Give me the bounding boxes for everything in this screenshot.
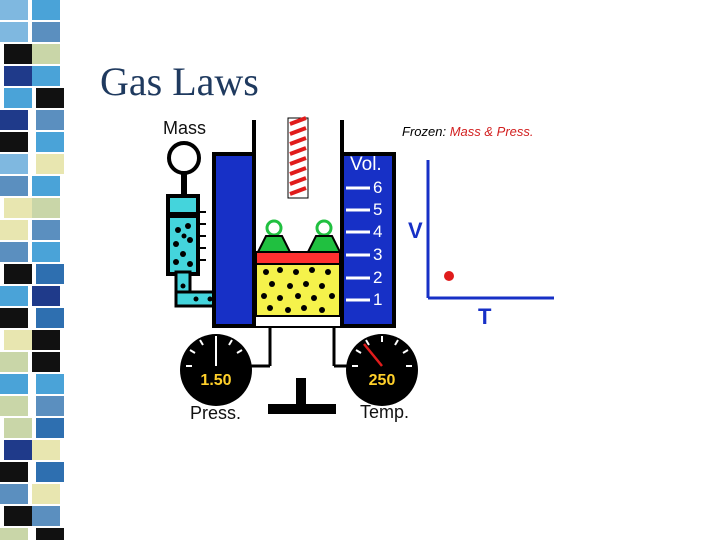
temperature-value: 250: [368, 372, 396, 389]
mass-stem: [181, 172, 187, 198]
syringe-ticks: [198, 211, 206, 261]
strip-tile: [36, 418, 64, 438]
strip-tile: [36, 264, 64, 284]
graph-x-label: T: [478, 304, 492, 329]
strip-tile: [0, 462, 28, 482]
strip-tile: [32, 484, 60, 504]
syringe-plunger: [168, 212, 198, 218]
strip-tile: [4, 88, 32, 108]
frozen-status: Frozen: Mass & Press.: [402, 124, 534, 139]
strip-tile: [32, 506, 60, 526]
strip-tile: [32, 0, 60, 20]
volume-tick-6: 6: [373, 178, 383, 197]
strip-tile: [0, 374, 28, 394]
frozen-prefix: Frozen:: [402, 124, 447, 139]
slide-title: Gas Laws: [100, 59, 259, 104]
volume-temperature-graph: [426, 160, 554, 300]
syringe-particles: [173, 223, 193, 267]
strip-tile: [0, 286, 28, 306]
strip-tile: [4, 264, 32, 284]
strip-tile: [32, 220, 60, 240]
stand-post: [296, 378, 306, 408]
strip-tile: [32, 330, 60, 350]
strip-tile: [0, 176, 28, 196]
strip-tile: [32, 352, 60, 372]
strip-tile: [4, 198, 32, 218]
strip-tile: [32, 242, 60, 262]
mass-label: Mass: [163, 118, 207, 138]
strip-tile: [0, 352, 28, 372]
strip-tile: [0, 528, 28, 540]
decorative-side-strip: [0, 0, 64, 540]
strip-tile: [0, 484, 28, 504]
strip-tile: [0, 154, 28, 174]
stand-base: [268, 404, 336, 414]
temperature-gauge: [346, 334, 418, 406]
frozen-mass: Mass: [449, 124, 481, 139]
strip-tile: [0, 132, 28, 152]
volume-tick-2: 2: [373, 268, 383, 287]
strip-tile: [32, 198, 60, 218]
strip-tile: [32, 66, 60, 86]
volume-tick-3: 3: [373, 245, 383, 264]
volume-label: Vol.: [350, 154, 382, 175]
strip-tile: [36, 396, 64, 416]
strip-tile: [36, 88, 64, 108]
strip-tile: [4, 66, 32, 86]
strip-tile: [36, 374, 64, 394]
strip-tile: [32, 22, 60, 42]
strip-tile: [0, 0, 28, 20]
pressure-value: 1.50: [200, 372, 232, 389]
temperature-needle: [363, 343, 383, 367]
strip-tile: [36, 154, 64, 174]
volume-tick-4: 4: [373, 222, 383, 241]
heating-coil: [287, 116, 309, 199]
strip-tile: [36, 132, 64, 152]
graph-state-point: [444, 271, 454, 281]
strip-tile: [0, 110, 28, 130]
strip-tile: [36, 462, 64, 482]
strip-tile: [36, 110, 64, 130]
strip-tile: [36, 528, 64, 540]
strip-tile: [0, 242, 28, 262]
strip-tile: [4, 330, 32, 350]
gas-particles: [261, 267, 335, 313]
frozen-press: & Press.: [484, 124, 534, 139]
strip-tile: [32, 176, 60, 196]
strip-tile: [0, 308, 28, 328]
strip-tile: [4, 506, 32, 526]
strip-tile: [32, 286, 60, 306]
strip-tile: [36, 308, 64, 328]
pressure-gauge: [180, 334, 252, 406]
strip-tile: [4, 44, 32, 64]
temperature-label: Temp.: [360, 402, 410, 422]
strip-tile: [4, 418, 32, 438]
pressure-label: Press.: [190, 403, 242, 423]
strip-tile: [0, 220, 28, 240]
strip-tile: [0, 396, 28, 416]
mass-gauge: [167, 141, 201, 175]
strip-tile: [32, 44, 60, 64]
strip-tile: [4, 440, 32, 460]
volume-tick-5: 5: [373, 200, 383, 219]
piston: [255, 251, 341, 265]
strip-tile: [0, 22, 28, 42]
graph-y-label: V: [408, 218, 423, 243]
volume-tick-1: 1: [373, 290, 383, 309]
volume-scale-marks: [346, 186, 370, 302]
strip-tile: [32, 440, 60, 460]
